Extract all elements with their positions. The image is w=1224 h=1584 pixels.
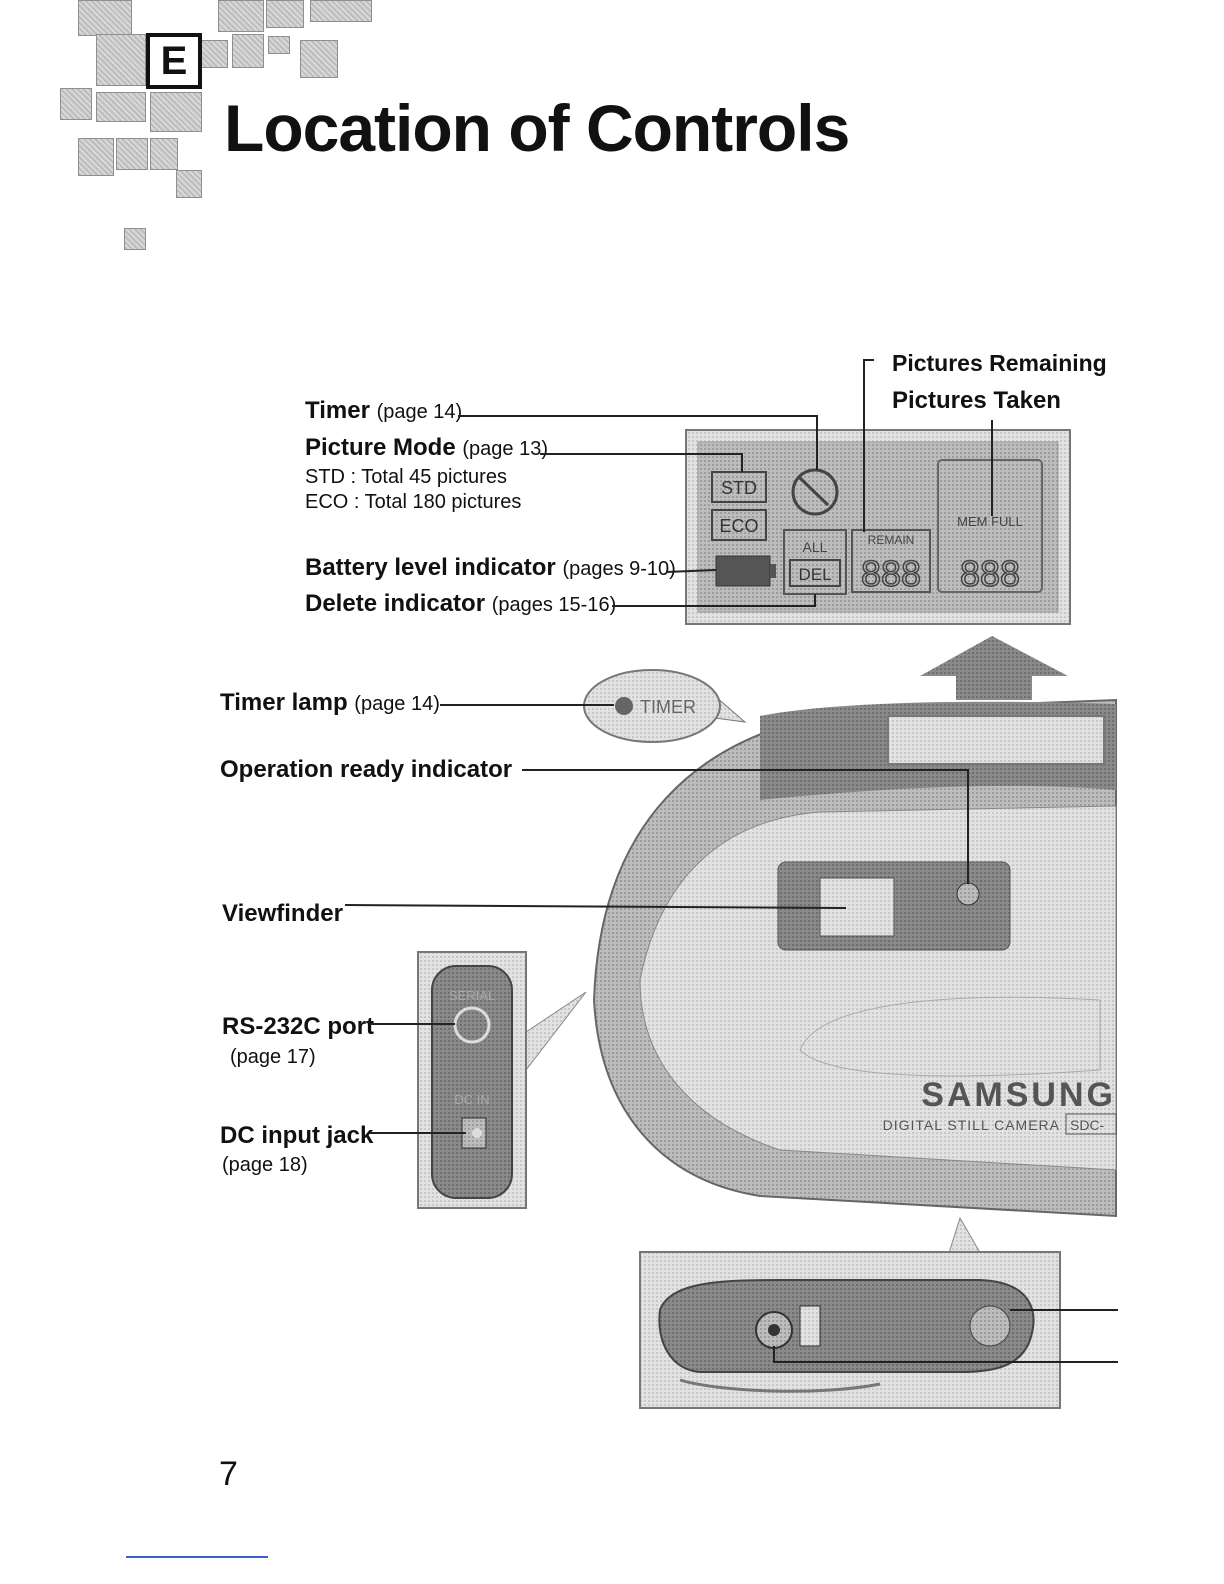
serial-port-text: SERIAL: [449, 988, 495, 1003]
callout-picture-mode: Picture Mode (page 13): [305, 434, 548, 461]
lcd-panel: STD ECO ALL DEL REMAIN 888 MEM FULL 888: [685, 429, 1071, 625]
callout-pictures-remaining: Pictures Remaining: [892, 350, 1107, 376]
port-inset: SERIAL DC IN: [417, 951, 587, 1209]
callout-timer: Timer (page 14): [305, 397, 463, 424]
section-letter-badge: E: [146, 33, 202, 89]
callout-delete: Delete indicator (pages 15-16): [305, 590, 617, 617]
dc-in-text: DC IN: [454, 1092, 489, 1107]
camera-leader-lines: [344, 704, 1118, 1363]
viewfinder-window: [777, 861, 1011, 951]
model-badge: SDC-: [1070, 1117, 1105, 1133]
page-title: Location of Controls: [224, 91, 850, 165]
lcd-remain-digits: 888: [861, 553, 921, 594]
operation-ready-led: [956, 882, 980, 906]
lcd-mem-full: MEM FULL: [957, 514, 1023, 529]
callout-pictures-taken: Pictures Taken: [892, 387, 1061, 414]
lcd-timer-icon: [791, 468, 839, 516]
std-note: STD : Total 45 pictures: [305, 466, 507, 488]
callout-timer-lamp: Timer lamp (page 14): [220, 689, 440, 716]
timer-lamp-text: TIMER: [640, 697, 696, 717]
camera-body: SAMSUNG DIGITAL STILL CAMERA SDC-: [592, 698, 1117, 1218]
footer-rule: [126, 1556, 268, 1558]
lcd-remain: REMAIN: [868, 533, 915, 547]
callout-viewfinder: Viewfinder: [222, 900, 343, 927]
callout-rs232c: RS-232C port: [222, 1013, 375, 1040]
timer-lamp-icon: [615, 697, 633, 715]
callout-battery: Battery level indicator (pages 9-10): [305, 554, 676, 581]
dc-input-ref: (page 18): [222, 1154, 308, 1176]
eco-note: ECO : Total 180 pictures: [305, 491, 522, 513]
timer-lamp-bubble: TIMER: [583, 669, 747, 743]
arrow-up-icon: [920, 636, 1068, 700]
lcd-battery-icon: [715, 555, 776, 587]
lcd-std: STD: [721, 478, 757, 498]
lcd-eco: ECO: [719, 516, 758, 536]
brand-logo: SAMSUNG: [921, 1076, 1116, 1114]
callout-dc-input: DC input jack: [220, 1122, 374, 1149]
bottom-inset: [639, 1216, 1061, 1409]
page-number: 7: [219, 1455, 238, 1493]
rs232c-ref: (page 17): [230, 1046, 316, 1068]
lcd-del: DEL: [798, 565, 831, 584]
lcd-all: ALL: [803, 539, 828, 555]
model-text: DIGITAL STILL CAMERA: [883, 1117, 1060, 1133]
lcd-taken-digits: 888: [960, 553, 1020, 594]
callout-operation-ready: Operation ready indicator: [220, 756, 513, 783]
lcd-leader-lines: [458, 359, 993, 607]
